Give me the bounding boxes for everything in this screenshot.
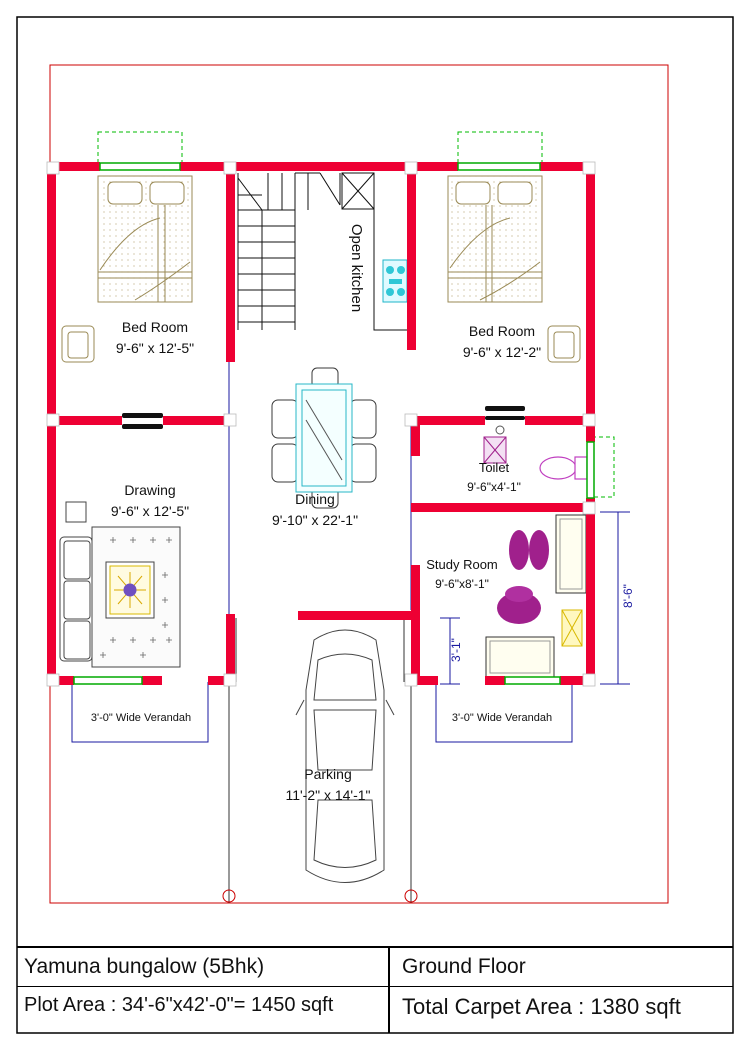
- parking-name: Parking: [304, 766, 351, 782]
- verandah-right-label: 3'-0" Wide Verandah: [452, 712, 552, 724]
- bed-room-right-size: 9'-6" x 12'-2": [463, 344, 541, 360]
- verandah-outlines: [71, 682, 573, 743]
- wall-columns: [46, 161, 596, 687]
- study-side-dimension: 3'-1": [449, 638, 463, 662]
- bed-right: [447, 175, 543, 303]
- bed-room-right-name: Bed Room: [469, 323, 535, 339]
- windows: [73, 162, 595, 685]
- verandah-left-label: 3'-0" Wide Verandah: [91, 712, 191, 724]
- kitchen-counter: [341, 172, 410, 331]
- bed-left: [97, 175, 193, 303]
- dining-size: 9'-10" x 22'-1": [272, 512, 358, 528]
- bedroom-chairs: [61, 325, 581, 363]
- open-kitchen-label: Open kitchen: [348, 224, 365, 312]
- title-block-mid-rule: [17, 986, 733, 987]
- toilet-fixtures: [483, 425, 588, 480]
- toilet-name: Toilet: [479, 460, 510, 475]
- sheet-border: [16, 16, 734, 1034]
- study-room-size: 9'-6"x8'-1": [435, 577, 489, 591]
- parking-lines: [222, 618, 418, 903]
- plot-area: Plot Area : 34'-6"x42'-0"= 1450 sqft: [24, 994, 334, 1016]
- bed-room-left-size: 9'-6" x 12'-5": [116, 340, 194, 356]
- drawing-size: 9'-6" x 12'-5": [111, 503, 189, 519]
- project-title: Yamuna bungalow (5Bhk): [24, 955, 265, 978]
- title-block-top-rule: [17, 946, 733, 948]
- dining-name: Dining: [295, 491, 335, 507]
- staircase: [237, 172, 341, 330]
- hob-icon: [382, 259, 408, 303]
- study-room-name: Study Room: [426, 557, 498, 572]
- study-height-dimension: 8'-6": [621, 584, 635, 608]
- study-furniture: [485, 514, 587, 678]
- title-block-divider: [388, 946, 390, 1033]
- rug-pattern: [100, 537, 172, 658]
- center-table-ornament: [114, 572, 146, 608]
- doors: [122, 406, 525, 429]
- car-icon: [295, 629, 395, 883]
- parking-size: 11'-2" x 14'-1": [285, 787, 370, 803]
- dimension-lines: [440, 511, 630, 685]
- toilet-size: 9'-6"x4'-1": [467, 480, 521, 494]
- bed-room-left-name: Bed Room: [122, 319, 188, 335]
- dining-table: [271, 367, 377, 509]
- sofa-set: [59, 501, 181, 668]
- drawing-name: Drawing: [124, 482, 175, 498]
- floor-name: Ground Floor: [402, 955, 526, 978]
- carpet-area: Total Carpet Area : 1380 sqft: [402, 994, 681, 1019]
